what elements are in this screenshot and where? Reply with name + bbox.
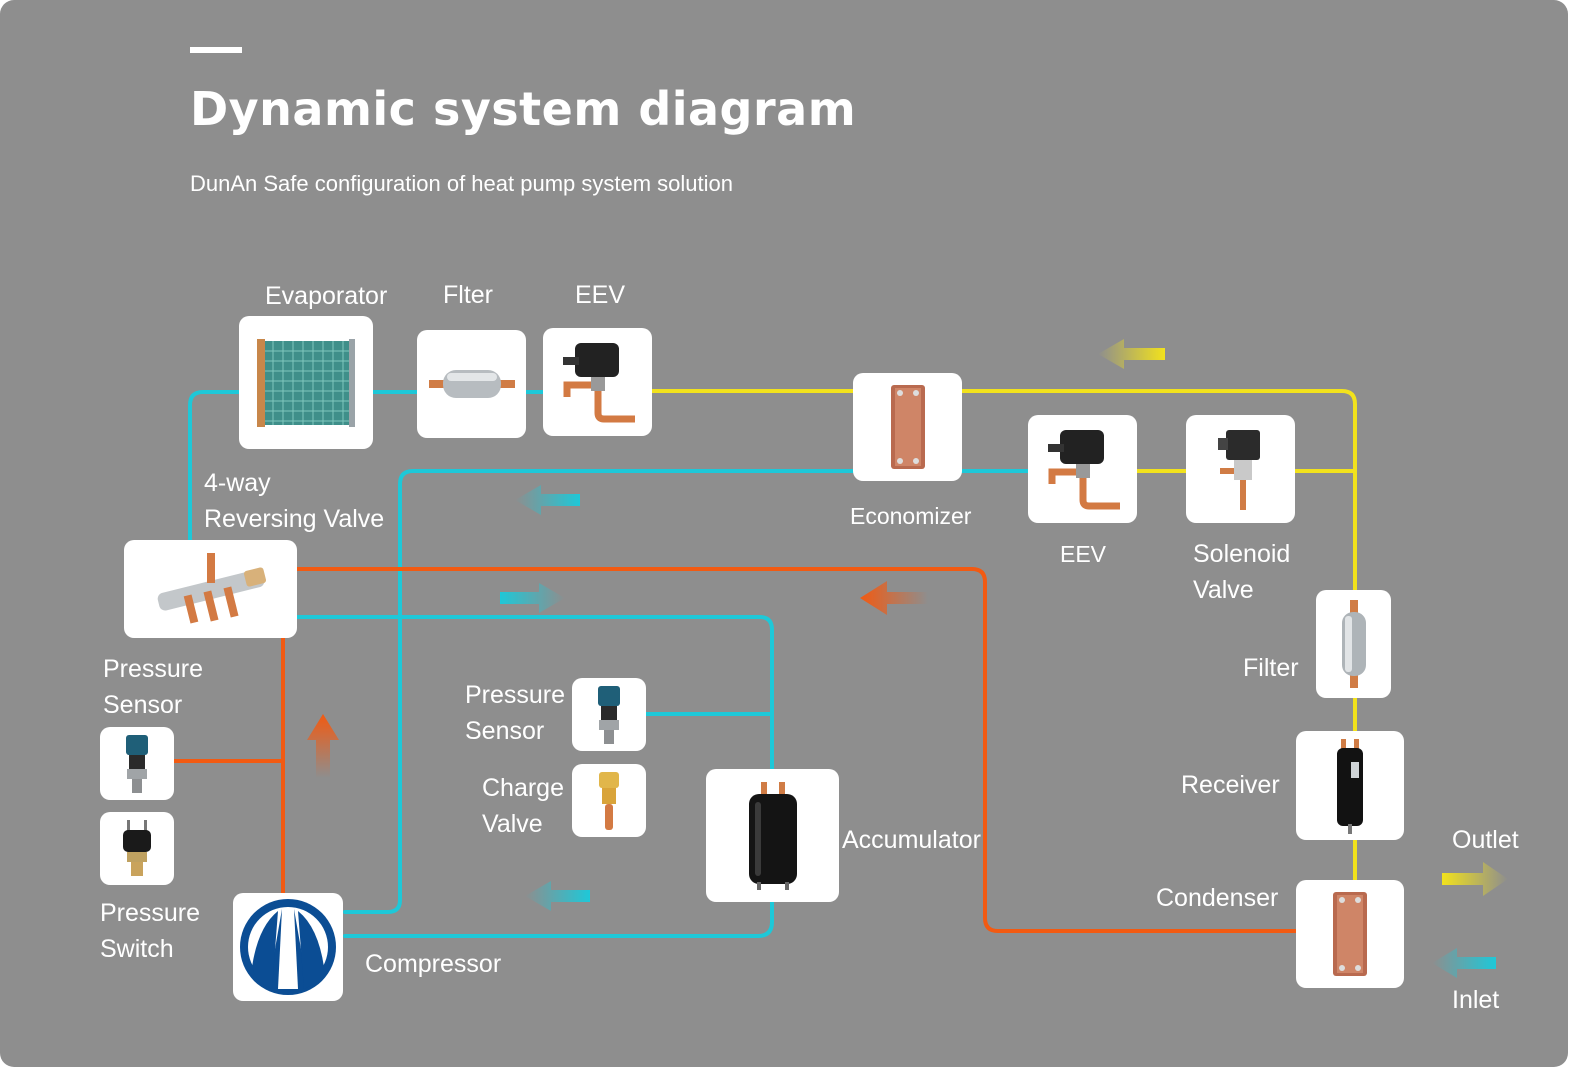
flow-arrow-outlet [1442, 862, 1508, 896]
filter-top-card[interactable] [417, 330, 526, 438]
pressure-switch-label: Pressure Switch [100, 895, 200, 967]
filter-right-label: Filter [1243, 654, 1299, 682]
condenser-card[interactable] [1296, 880, 1404, 988]
reversing-valve-label: 4-way Reversing Valve [204, 465, 384, 537]
compressor-label: Compressor [365, 950, 502, 978]
title-accent-bar [190, 47, 242, 53]
page-title: Dynamic system diagram [190, 82, 857, 136]
plate-heat-exchanger-icon [1333, 892, 1367, 976]
flow-arrows [307, 339, 1508, 978]
pressure-sensor-left-card[interactable] [100, 727, 174, 800]
accumulator-tank-icon [748, 781, 797, 890]
eev-top-card[interactable] [543, 328, 652, 436]
pressure-switch-label-line1: Pressure [100, 899, 201, 927]
evaporator-card[interactable] [239, 316, 373, 449]
reversing-valve-label-line2: Reversing Valve [204, 505, 385, 533]
evaporator-coil-icon [257, 338, 355, 427]
pressure-sensor-icon [598, 685, 620, 744]
page-subtitle: DunAn Safe configuration of heat pump sy… [190, 171, 733, 196]
condenser-label: Condenser [1156, 884, 1279, 912]
pressure-switch-icon [123, 819, 151, 876]
pipe-accumulator-to-compressor [343, 900, 774, 938]
solenoid-valve-icon [1217, 430, 1260, 510]
pressure-sensor-mid-label-line2: Sensor [465, 717, 545, 745]
economizer-card[interactable] [853, 373, 962, 481]
solenoid-valve-label: Solenoid Valve [1193, 536, 1290, 608]
filter-top-label: Flter [443, 281, 493, 309]
eev-top-label: EEV [575, 281, 626, 309]
inlet-label: Inlet [1452, 986, 1500, 1014]
pressure-sensor-mid-label: Pressure Sensor [465, 677, 565, 749]
flow-arrow-cyan-left-bottom [525, 881, 590, 911]
eev-mid-label: EEV [1060, 541, 1107, 567]
pipe-economizer-suction [343, 469, 1032, 914]
charge-valve-label: Charge Valve [482, 770, 564, 842]
receiver-tank-icon [1337, 738, 1363, 834]
filter-right-card[interactable] [1316, 590, 1391, 698]
solenoid-valve-label-line2: Valve [1193, 576, 1254, 604]
pressure-switch-label-line2: Switch [100, 935, 174, 963]
charge-valve-icon [599, 771, 619, 830]
electronic-expansion-valve-icon [1047, 430, 1120, 510]
receiver-card[interactable] [1296, 731, 1404, 840]
filter-drier-icon [428, 370, 515, 398]
flow-arrow-orange-up [307, 714, 339, 778]
pipe-evaporator-to-reversing [188, 390, 547, 547]
evaporator-label: Evaporator [265, 282, 388, 310]
flow-arrow-yellow-left [1098, 339, 1165, 369]
flow-arrow-orange-right [860, 581, 928, 615]
pipe-reversing-to-condenser [293, 567, 1298, 933]
pressure-sensor-mid-label-line1: Pressure [465, 681, 566, 709]
filter-drier-icon [1341, 600, 1366, 688]
flow-arrow-cyan-left [515, 485, 580, 515]
pressure-sensor-mid-card[interactable] [572, 678, 646, 751]
solenoid-valve-card[interactable] [1186, 415, 1295, 523]
economizer-label: Economizer [850, 503, 972, 529]
charge-valve-label-line2: Valve [482, 810, 543, 838]
pressure-sensor-left-label: Pressure Sensor [103, 651, 203, 723]
four-way-valve-icon [157, 553, 266, 624]
pipe-reversing-to-accumulator [293, 615, 774, 774]
pressure-sensor-icon [126, 734, 148, 793]
pipe-liquid-main [648, 389, 1357, 882]
accumulator-label: Accumulator [842, 826, 981, 854]
charge-valve-card[interactable] [572, 764, 646, 837]
charge-valve-label-line1: Charge [482, 774, 564, 802]
solenoid-valve-label-line1: Solenoid [1193, 540, 1291, 568]
reversing-valve-label-line1: 4-way [204, 469, 271, 497]
outlet-label: Outlet [1452, 826, 1519, 854]
compressor-card[interactable] [233, 893, 343, 1001]
dunan-logo-icon [240, 899, 336, 995]
pressure-sensor-left-label-line1: Pressure [103, 655, 204, 683]
eev-mid-card[interactable] [1028, 415, 1137, 523]
plate-heat-exchanger-icon [890, 385, 925, 469]
flow-arrow-cyan-right [500, 583, 565, 613]
accumulator-card[interactable] [706, 769, 839, 902]
flow-arrow-inlet [1432, 948, 1496, 978]
electronic-expansion-valve-icon [562, 343, 635, 423]
reversing-valve-card[interactable] [124, 540, 297, 638]
receiver-label: Receiver [1181, 771, 1280, 799]
pressure-sensor-left-label-line2: Sensor [103, 691, 183, 719]
pressure-switch-card[interactable] [100, 812, 174, 885]
